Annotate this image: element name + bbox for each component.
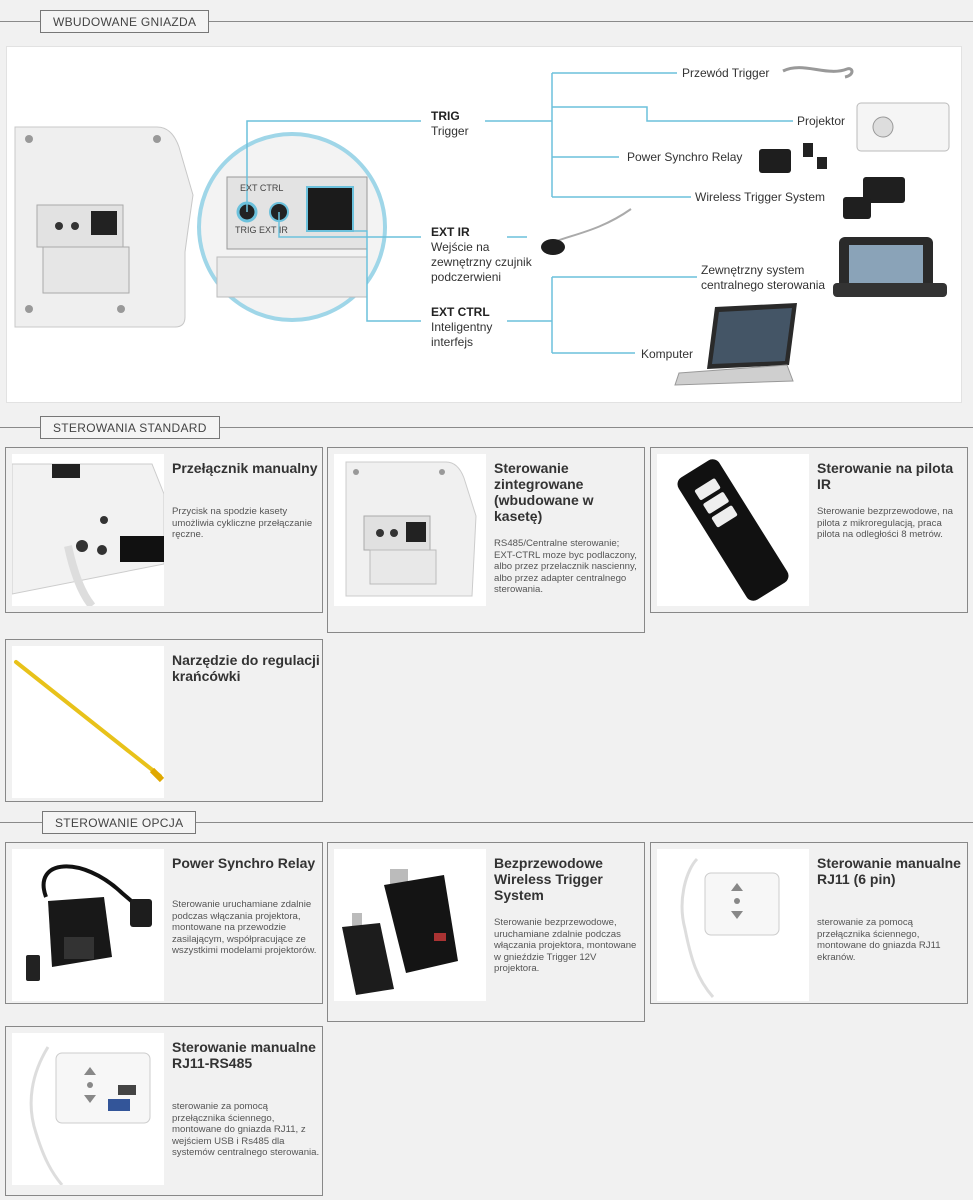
extctrl-title: EXT CTRL — [431, 305, 490, 319]
card-desc: Sterowanie bezprzewodowe, na pilota z mi… — [817, 506, 953, 540]
card-desc: Sterowanie bezprzewodowe, uruchamiane zd… — [494, 917, 637, 974]
tablet-image — [833, 237, 947, 297]
section-title-optional: STEROWANIE OPCJA — [42, 811, 197, 834]
section-title-builtin: WBUDOWANE GNIAZDA — [40, 10, 210, 33]
limit-tool-image — [12, 646, 164, 798]
card-title: Przełącznik manualny — [172, 460, 318, 476]
extctrl-desc-1: Inteligentny — [431, 320, 493, 334]
laptop-image — [674, 303, 797, 386]
projector-image — [856, 102, 950, 152]
extctrl-label: EXT CTRL Inteligentny interfejs — [431, 305, 492, 350]
card-wireless-trigger: Bezprzewodowe Wireless Trigger System St… — [327, 842, 645, 1022]
diagram-graphics — [14, 66, 950, 386]
card-desc: sterowanie za pomocą przełącznika ścienn… — [817, 917, 941, 963]
power-relay-image — [12, 849, 164, 1001]
output-projector: Projektor — [797, 114, 846, 128]
trig-label: TRIG Trigger — [431, 109, 469, 139]
card-limit-tool: Narzędzie do regulacji krańcówki — [5, 639, 323, 802]
relay-image — [759, 143, 827, 173]
trigger-cable-image — [782, 66, 854, 79]
card-title: Sterowanie zintegrowane (wbudowane w kas… — [494, 460, 594, 524]
trig-title: TRIG — [431, 109, 460, 123]
panel-label-top: EXT CTRL — [240, 183, 284, 193]
card-desc: Przycisk na spodzie kasety umożliwia cyk… — [172, 506, 313, 540]
card-manual-switch: Przełącznik manualny Przycisk na spodzie… — [5, 447, 323, 613]
section-title-standard: STEROWANIA STANDARD — [40, 416, 220, 439]
card-rj11-manual: Sterowanie manualne RJ11 (6 pin) sterowa… — [650, 842, 968, 1004]
wireless-trigger-image — [334, 849, 486, 1001]
card-title: Sterowanie manualne RJ11-RS485 — [172, 1039, 316, 1071]
ir-sensor-image — [541, 208, 632, 255]
section-divider — [0, 822, 973, 823]
output-ext-system-2: centralnego sterowania — [701, 278, 826, 292]
card-desc: RS485/Centralne sterowanie; EXT-CTRL moz… — [494, 538, 637, 595]
card-title: Sterowanie manualne RJ11 (6 pin) — [817, 855, 961, 887]
card-desc: sterowanie za pomocą przełącznika ścienn… — [172, 1101, 320, 1158]
card-title: Bezprzewodowe Wireless Trigger System — [494, 855, 603, 903]
extir-desc-2: zewnętrzny czujnik — [431, 255, 532, 269]
extir-desc-1: Wejście na — [431, 240, 490, 254]
trig-desc: Trigger — [431, 124, 469, 138]
extir-label: EXT IR Wejście na zewnętrzny czujnik pod… — [431, 225, 532, 285]
card-title: Power Synchro Relay — [172, 855, 316, 871]
rj11-rs485-image — [12, 1033, 164, 1185]
extctrl-desc-2: interfejs — [431, 335, 474, 349]
output-trigger-cable: Przewód Trigger — [682, 66, 770, 80]
manual-switch-image — [12, 454, 164, 606]
integrated-control-image — [334, 454, 486, 606]
sockets-diagram: EXT CTRL TRIG EXT IR TRIG Trigger EXT IR… — [6, 46, 962, 403]
card-desc: Sterowanie uruchamiane zdalnie podczas w… — [172, 899, 317, 956]
output-ext-system: Zewnętrzny system centralnego sterowania — [701, 263, 825, 293]
panel-label-bottom: TRIG EXT IR — [235, 225, 288, 235]
card-power-relay: Power Synchro Relay Sterowanie uruchamia… — [5, 842, 323, 1004]
card-rj11-rs485: Sterowanie manualne RJ11-RS485 sterowani… — [5, 1026, 323, 1196]
section-divider — [0, 21, 973, 22]
card-title: Narzędzie do regulacji krańcówki — [172, 652, 320, 684]
card-title: Sterowanie na pilota IR — [817, 460, 954, 492]
extir-title: EXT IR — [431, 225, 470, 239]
card-integrated-control: Sterowanie zintegrowane (wbudowane w kas… — [327, 447, 645, 633]
rj11-manual-image — [657, 849, 809, 1001]
card-ir-remote: Sterowanie na pilota IR Sterowanie bezpr… — [650, 447, 968, 613]
output-wireless: Wireless Trigger System — [695, 190, 826, 204]
output-computer: Komputer — [641, 347, 694, 361]
output-power-relay: Power Synchro Relay — [627, 150, 743, 164]
output-ext-system-1: Zewnętrzny system — [701, 263, 805, 277]
wireless-image — [843, 177, 905, 219]
ir-remote-image — [657, 454, 809, 606]
extir-desc-3: podczerwieni — [431, 270, 502, 284]
section-divider — [0, 427, 973, 428]
